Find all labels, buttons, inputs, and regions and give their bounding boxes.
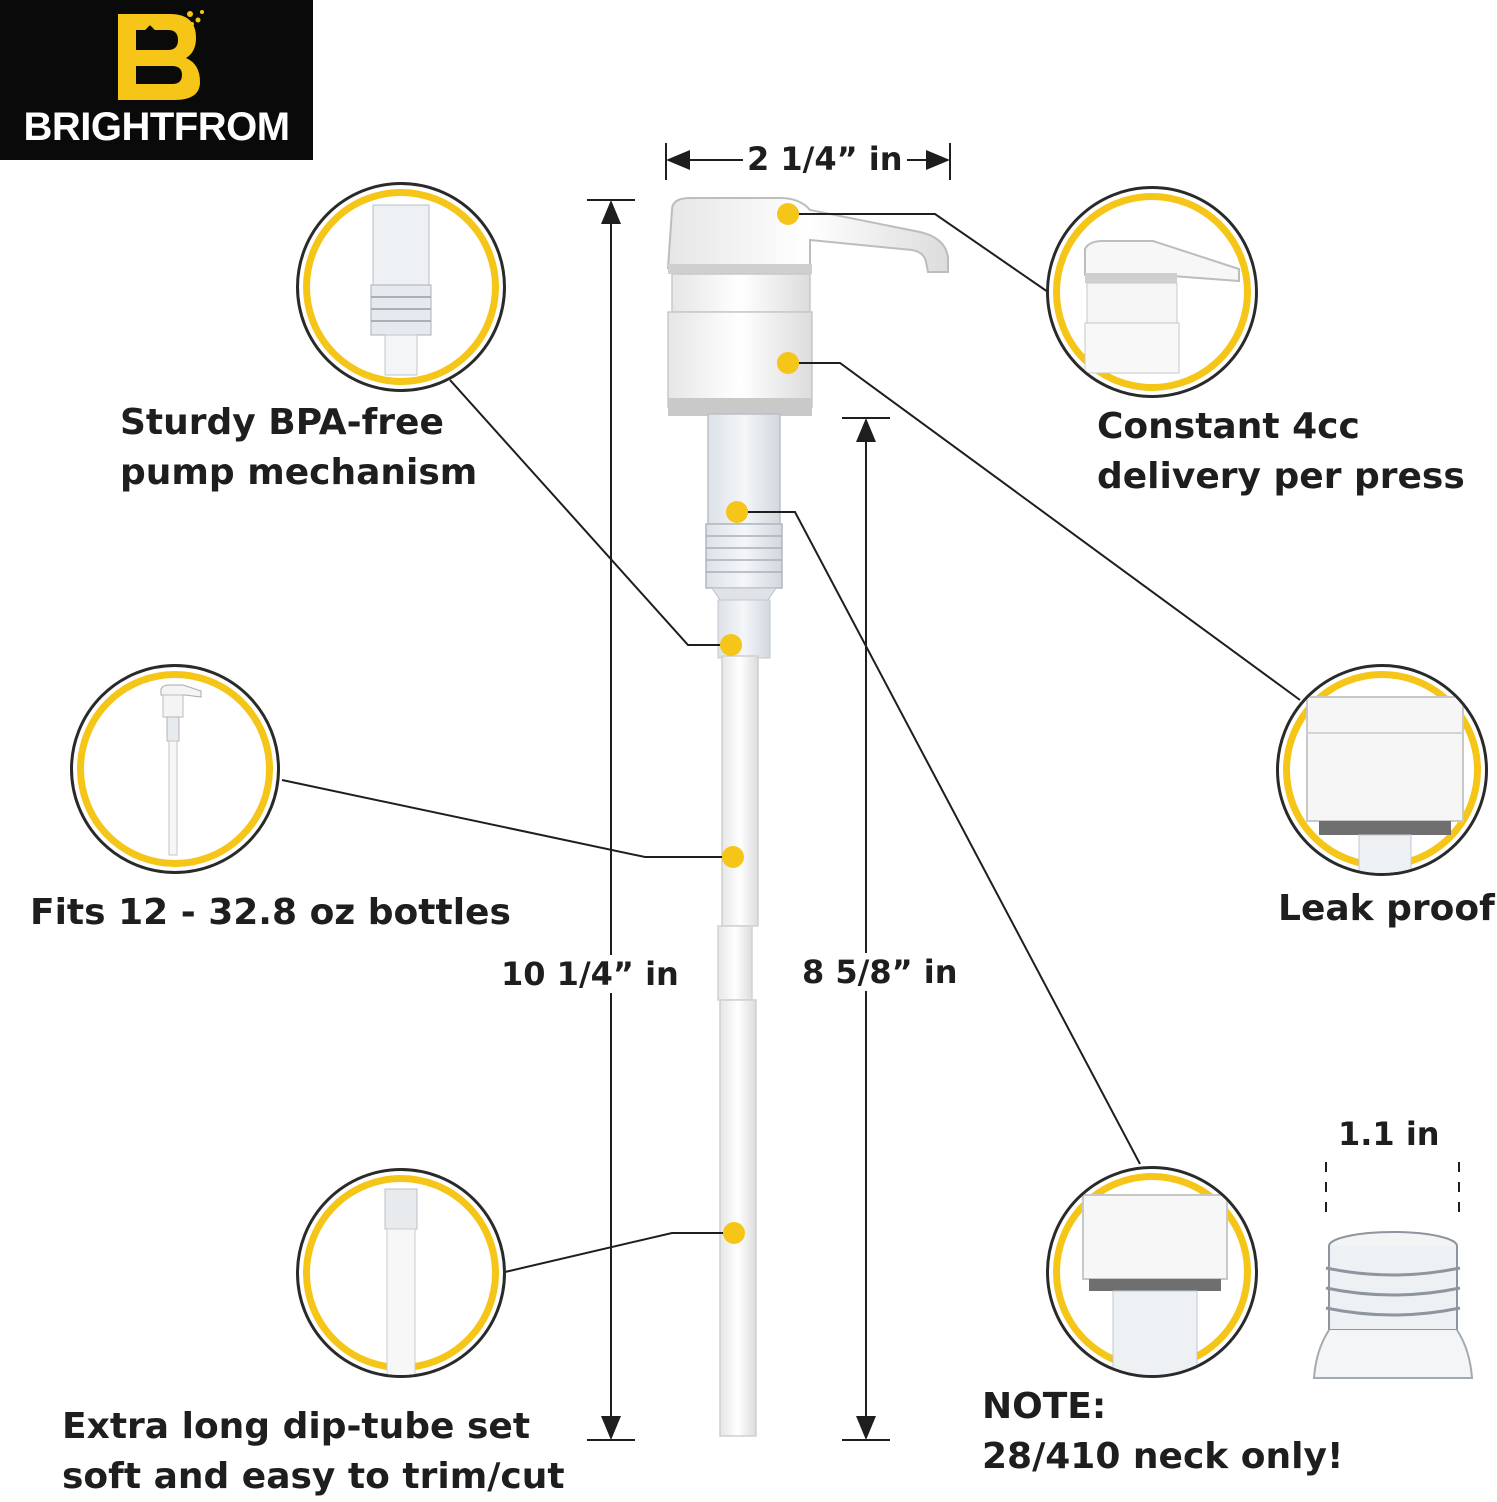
dip-tube-line-1: Extra long dip-tube set <box>62 1406 531 1447</box>
tube-height-dimension-line <box>842 417 890 1441</box>
delivery-label: Constant 4cc delivery per press <box>1097 402 1465 502</box>
pump-mechanism-line-1: Sturdy BPA-free <box>120 402 444 443</box>
leak-proof-label: Leak proof <box>1278 888 1495 929</box>
dip-tube <box>717 655 759 1437</box>
note-title: NOTE: <box>982 1386 1107 1427</box>
delivery-line-1: Constant 4cc <box>1097 406 1360 447</box>
dip-tube-label: Extra long dip-tube set soft and easy to… <box>62 1402 565 1502</box>
zoom-leak-proof <box>1276 664 1488 876</box>
pump-head <box>666 197 949 416</box>
tube-height-label: 8 5/8” in <box>798 953 962 991</box>
neck-detail-icon <box>1082 1194 1228 1375</box>
zoom-pump-head <box>1046 186 1258 398</box>
total-height-label: 10 1/4” in <box>497 955 683 993</box>
width-dimension-label: 2 1/4” in <box>743 140 907 178</box>
callout-dots <box>720 203 799 1244</box>
note-label: NOTE: 28/410 neck only! <box>982 1382 1343 1482</box>
pump-mechanism-label: Sturdy BPA-free pump mechanism <box>120 398 477 498</box>
fits-bottles-label: Fits 12 - 32.8 oz bottles <box>30 892 511 933</box>
note-text: 28/410 neck only! <box>982 1436 1344 1477</box>
brand-logo: BRIGHTFROM <box>0 0 313 160</box>
zoom-pump-mechanism <box>296 182 506 392</box>
leader-lines <box>281 213 1301 1273</box>
bottle-neck <box>1312 1231 1474 1379</box>
zoom-fits-bottles <box>70 664 280 874</box>
zoom-dip-tube <box>296 1168 506 1378</box>
zoom-neck <box>1046 1166 1258 1378</box>
delivery-line-2: delivery per press <box>1097 456 1465 497</box>
dip-tube-line-2: soft and easy to trim/cut <box>62 1456 565 1497</box>
pump-body <box>705 413 783 659</box>
pump-head-detail-icon <box>1084 240 1240 374</box>
full-pump-thumbnail-icon <box>160 684 202 856</box>
total-height-dimension-line <box>587 199 635 1441</box>
pump-mechanism-line-2: pump mechanism <box>120 452 478 493</box>
logo-b-icon <box>118 10 204 100</box>
brand-name: BRIGHTFROM <box>23 105 290 149</box>
collar-detail-icon <box>1306 696 1464 873</box>
pump-mechanism-detail-icon <box>370 204 432 376</box>
tube-end-detail-icon <box>384 1188 418 1375</box>
neck-width-label: 1.1 in <box>1334 1115 1444 1153</box>
neck-width-markers <box>1325 1162 1460 1222</box>
